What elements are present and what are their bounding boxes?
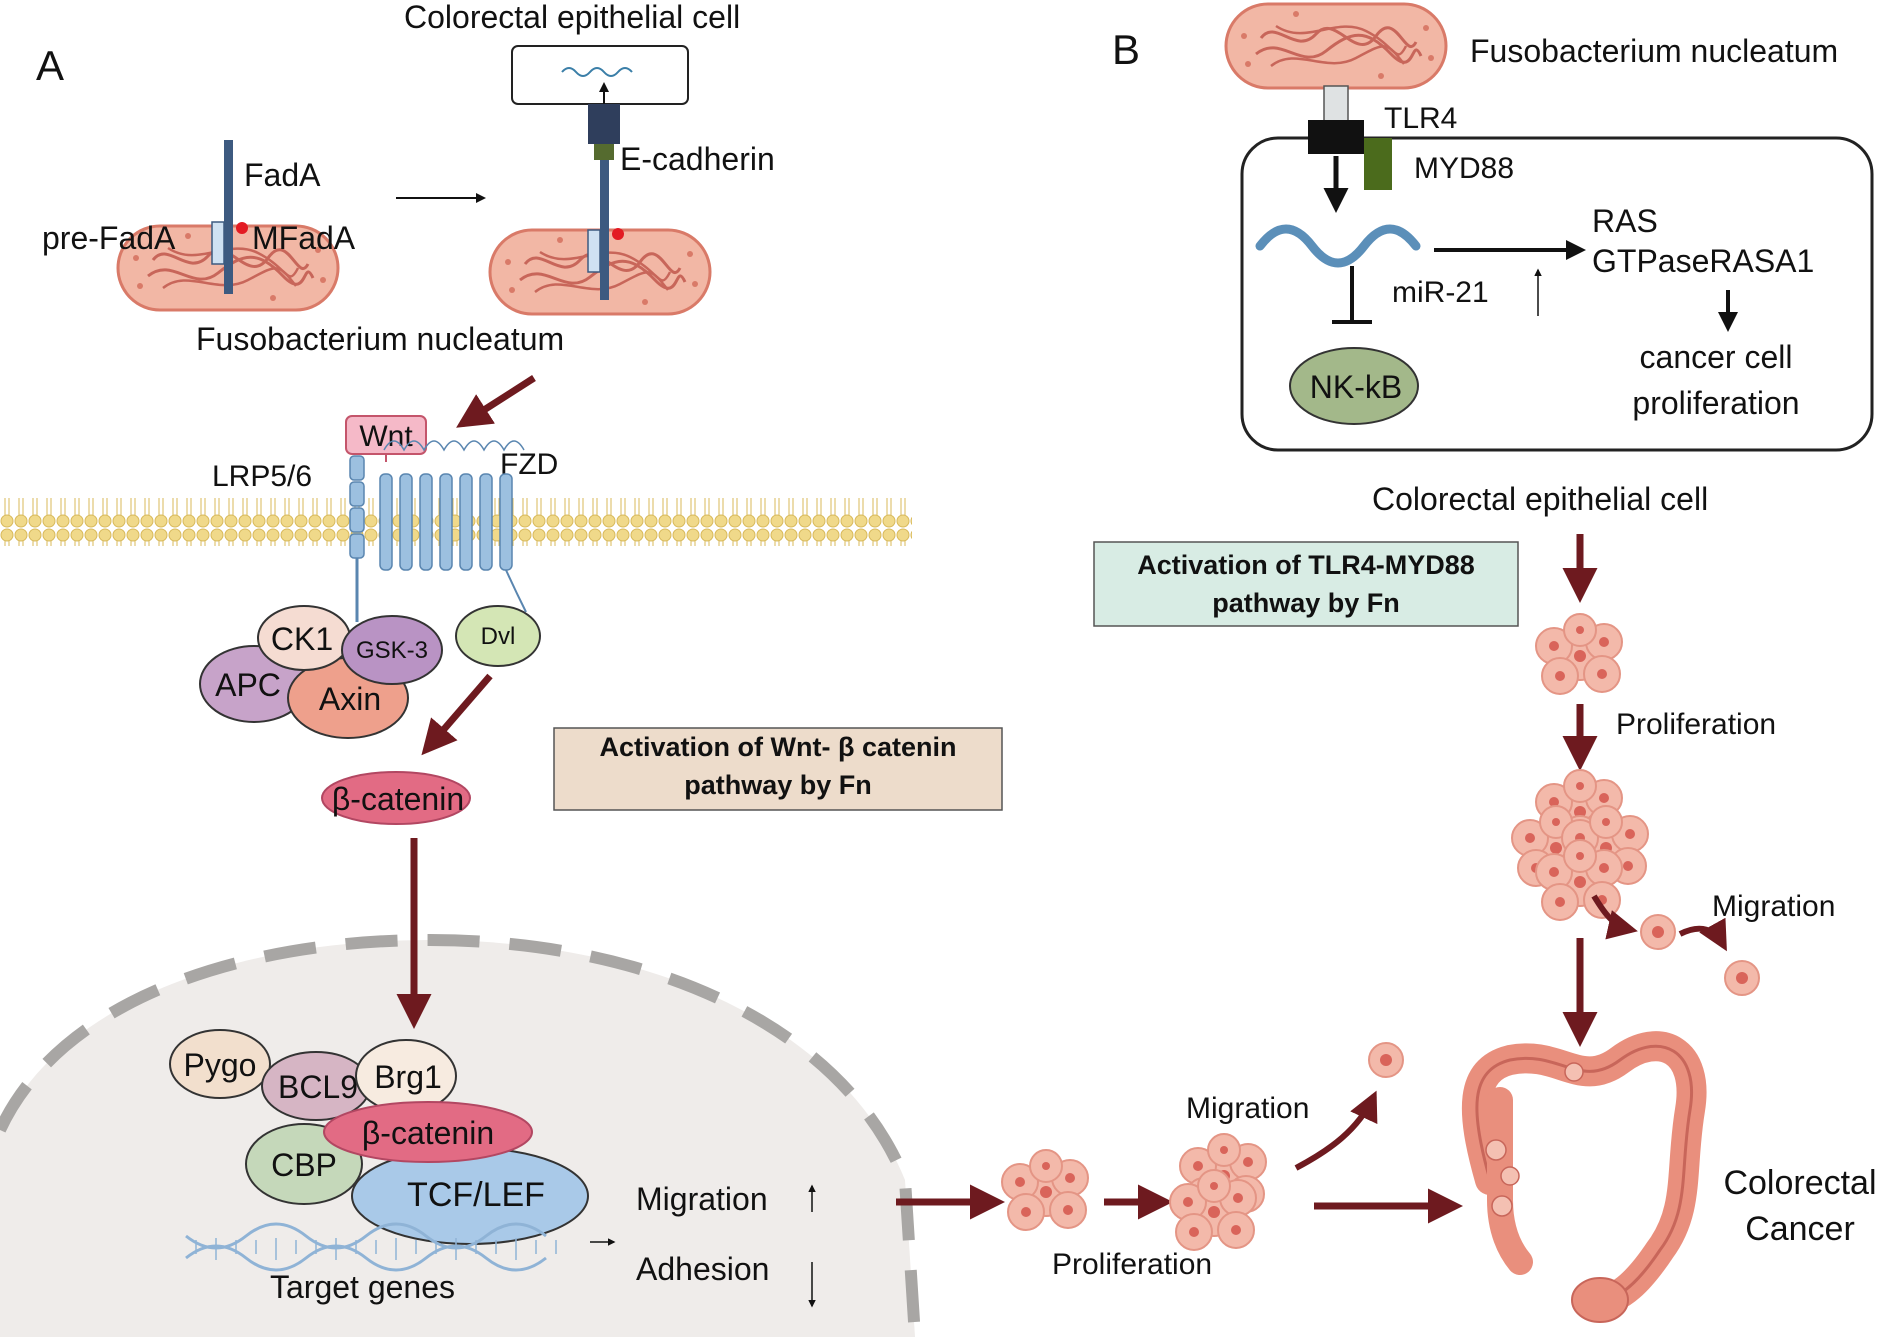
beta-catenin-label: β-catenin	[332, 781, 464, 817]
tlr4-box-line1: Activation of TLR4-MYD88	[1137, 550, 1475, 580]
pre-fada-block-right	[587, 229, 601, 273]
fada-label: FadA	[244, 157, 321, 193]
mfada-dot-left	[236, 222, 248, 234]
apc-label: APC	[215, 667, 281, 703]
tumor-cluster-b1	[1535, 613, 1623, 695]
brg1-label: Brg1	[374, 1059, 442, 1095]
gsk3-label: GSK-3	[356, 637, 428, 664]
arrow-b-migration	[1591, 894, 1638, 940]
dvl-node	[455, 605, 541, 667]
bottom-migration-label: Migration	[1186, 1092, 1309, 1125]
pre-fada-block-left	[211, 221, 225, 265]
arrow-dvl-to-catenin	[421, 673, 493, 756]
e-cadherin-base	[594, 144, 614, 160]
mir21-label: miR-21	[1392, 276, 1489, 309]
fusobacterium-label-b: Fusobacterium nucleatum	[1470, 33, 1838, 69]
e-cadherin-receptor	[588, 104, 620, 144]
tlr4-box-line2: pathway by Fn	[1212, 588, 1400, 618]
migrating-cell-b2	[1724, 960, 1760, 996]
pre-fada-label: pre-FadA	[42, 220, 176, 256]
fada-rod-left	[224, 140, 233, 294]
axin-label: Axin	[319, 681, 381, 717]
nuclear-migration-label: Migration	[636, 1181, 768, 1217]
mfada-dot-right	[612, 228, 624, 240]
cell-membrane	[0, 498, 912, 546]
pygo-node	[169, 1029, 271, 1099]
migrating-cell-a	[1368, 1042, 1404, 1078]
pygo-label: Pygo	[184, 1047, 257, 1083]
cbp-label: CBP	[271, 1147, 337, 1183]
ras-label: RAS	[1592, 203, 1658, 239]
migrating-cell-b1	[1640, 914, 1676, 950]
target-genes-label: Target genes	[270, 1269, 455, 1305]
myd88-adaptor	[1364, 138, 1392, 190]
ck1-label: CK1	[271, 621, 333, 657]
nuclear-adhesion-label: Adhesion	[636, 1251, 769, 1287]
mfada-label: MFadA	[252, 220, 356, 256]
b-proliferation-label: Proliferation	[1616, 708, 1776, 741]
dvl-label: Dvl	[481, 623, 516, 650]
cancer-label-line1: Colorectal	[1723, 1164, 1876, 1202]
epithelial-cell-box	[511, 45, 689, 105]
bacterium-b	[1224, 2, 1448, 90]
cancer-prolif-line2: proliferation	[1632, 385, 1799, 421]
gsk3-node	[341, 615, 443, 685]
tlr4-pathway-box	[1093, 541, 1519, 627]
nuclear-envelope	[0, 933, 921, 1337]
nfkb-label: NK-kB	[1310, 369, 1402, 405]
panel-b-letter: B	[1112, 26, 1140, 73]
tlr4-receptor	[1308, 120, 1364, 154]
colon-illustration	[1461, 1031, 1707, 1323]
tlr4-label: TLR4	[1384, 102, 1457, 135]
bcl9-label: BCL9	[278, 1069, 358, 1105]
mrna-wave-small	[561, 67, 633, 77]
dna-helix	[185, 1222, 557, 1272]
wnt-pathway-box	[553, 727, 1003, 811]
tumor-cluster-2b	[1169, 1169, 1257, 1251]
wnt-box-line2: pathway by Fn	[684, 770, 872, 800]
cancer-label-line2: Cancer	[1745, 1210, 1855, 1248]
tumor-cluster-b2	[1512, 770, 1648, 920]
lrp-label: LRP5/6	[212, 460, 312, 493]
tumor-cluster-1	[1001, 1149, 1089, 1231]
myd88-label: MYD88	[1414, 152, 1514, 185]
tcf-lef-label: TCF/LEF	[407, 1176, 545, 1214]
fzd-receptor	[379, 440, 527, 613]
fusobacterium-label-a: Fusobacterium nucleatum	[196, 321, 564, 357]
mir21-wave	[1255, 224, 1421, 268]
wnt-box-line1: Activation of Wnt- β catenin	[600, 732, 957, 762]
b-migration-label: Migration	[1712, 890, 1835, 923]
nfkb-node	[1289, 347, 1419, 425]
fada-rod-right	[600, 160, 609, 300]
e-cadherin-label: E-cadherin	[620, 141, 775, 177]
beta-catenin-nuclear-label: β-catenin	[362, 1115, 494, 1151]
panel-a-letter: A	[36, 42, 64, 89]
cancer-prolif-line1: cancer cell	[1640, 339, 1793, 375]
arrow-b-migration-2	[1678, 917, 1727, 952]
bottom-proliferation-label: Proliferation	[1052, 1248, 1212, 1281]
epithelial-cell-label-a: Colorectal epithelial cell	[404, 0, 740, 35]
tlr4-ligand	[1323, 85, 1349, 123]
arrow-migration-a	[1294, 1090, 1378, 1171]
arrow-to-wnt	[456, 375, 536, 428]
beta-catenin-nuclear-node	[323, 1101, 533, 1163]
epithelial-cell-label-b: Colorectal epithelial cell	[1372, 481, 1708, 517]
gtpase-label: GTPaseRASA1	[1592, 243, 1814, 279]
lrp-receptor	[349, 455, 365, 622]
beta-catenin-node	[321, 771, 471, 825]
